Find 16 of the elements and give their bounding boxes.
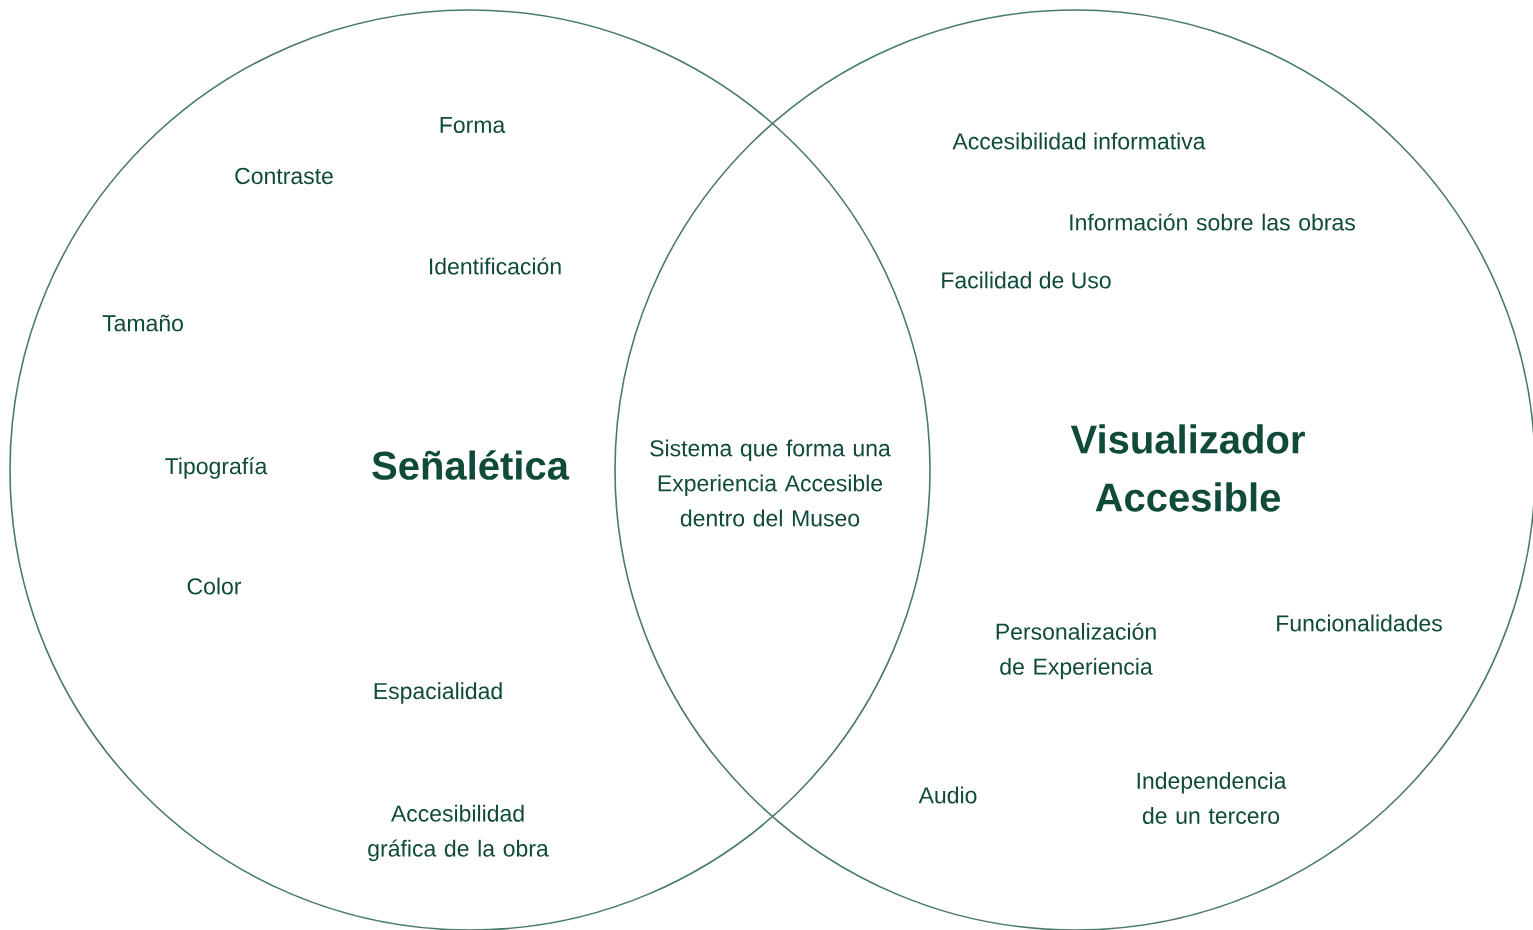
category-label: Espacialidad — [374, 682, 502, 704]
category-label: Forma — [440, 117, 506, 133]
category-label: Identificación — [430, 257, 561, 275]
category-label: Accesibilidad informativa — [952, 132, 1206, 150]
category-label: Funcionalidades — [1277, 614, 1442, 632]
category-label: Independencia de un tercero — [1137, 772, 1287, 824]
category-label: Facilidad de Uso — [942, 271, 1111, 289]
category-label: Sistema que forma una Experiencia Accesible dentro del Museo — [650, 439, 891, 527]
category-label: Audio — [918, 786, 977, 804]
category-label: Personalización de Experiencia — [996, 622, 1156, 680]
category-label: Contraste — [235, 167, 333, 185]
category-label: Tamaño — [102, 314, 183, 332]
category-label: Información sobre las obras — [1070, 213, 1355, 231]
category-label: Accesibilidad gráfica de la obra — [368, 804, 549, 862]
category-label: Color — [187, 577, 242, 595]
category-label: Tipografía — [165, 457, 268, 479]
